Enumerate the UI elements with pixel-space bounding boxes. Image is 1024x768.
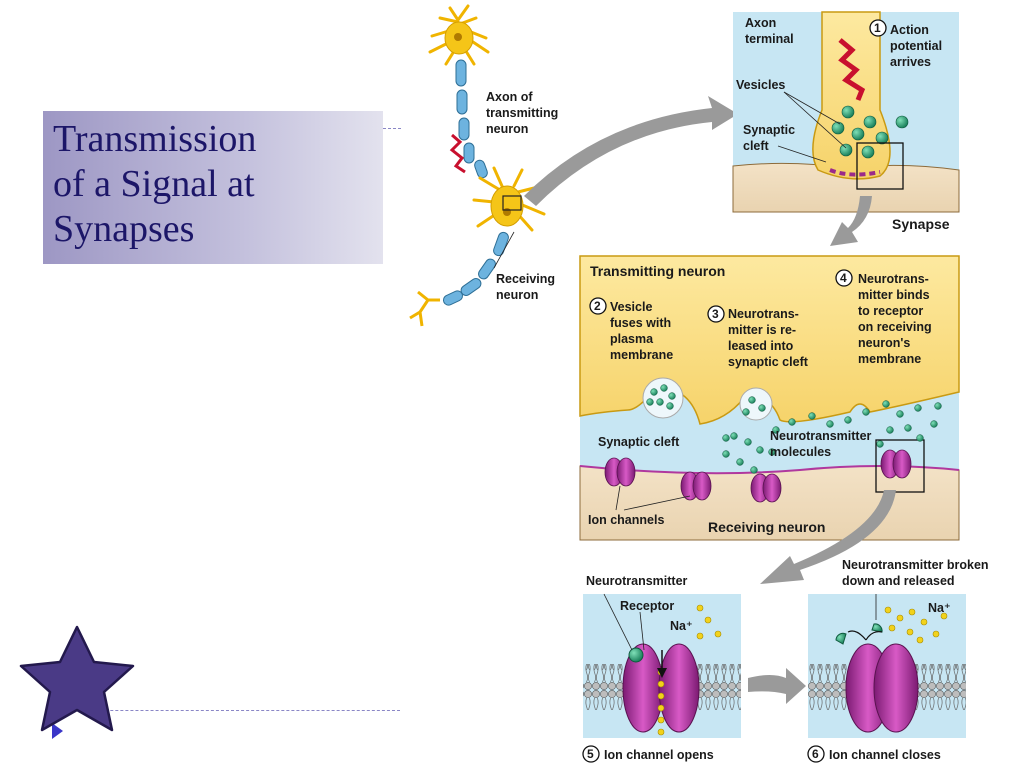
transmitting-neuron-drawing: [428, 4, 490, 179]
bullet-arrow-icon: [52, 723, 63, 739]
na-open-label: Na⁺: [670, 619, 693, 633]
step-3-line-2: mitter is re-: [728, 323, 796, 337]
step-1-number: 1: [874, 21, 881, 35]
synaptic-cleft-label-1: Synaptic: [743, 123, 795, 137]
step-6-number: 6: [812, 747, 819, 761]
step-5-number: 5: [587, 747, 594, 761]
step-3-line-4: synaptic cleft: [728, 355, 809, 369]
channel-close-panel: [808, 594, 966, 738]
title-dashed-line: [383, 128, 401, 129]
step-5-caption: Ion channel opens: [604, 748, 714, 762]
step-2-line-1: Vesicle: [610, 300, 652, 314]
ion-channels-label: Ion channels: [588, 513, 664, 527]
synapse-panel: [732, 11, 960, 213]
zoom-arrow-3: [760, 490, 896, 584]
step-4-number: 4: [840, 271, 847, 285]
step-4-line-5: neuron's: [858, 336, 910, 350]
transmitting-neuron-label: Transmitting neuron: [590, 263, 725, 279]
detail-synaptic-cleft-label: Synaptic cleft: [598, 435, 680, 449]
channel-open-panel: [583, 593, 741, 738]
step-4-line-6: membrane: [858, 352, 921, 366]
step-2-line-3: plasma: [610, 332, 654, 346]
step-4-line-3: to receptor: [858, 304, 923, 318]
nt-molecules-label-1: Neurotransmitter: [770, 429, 872, 443]
neurotransmitter-label: Neurotransmitter: [586, 574, 688, 588]
zoom-arrow-1: [524, 96, 738, 206]
axon-label-1: Axon of: [486, 90, 533, 104]
step-2-line-2: fuses with: [610, 316, 671, 330]
step-4-line-2: mitter binds: [858, 288, 930, 302]
slide-title: Transmission of a Signal at Synapses: [53, 118, 257, 250]
axon-terminal-label-2: terminal: [745, 32, 794, 46]
axon-label-3: neuron: [486, 122, 528, 136]
transition-arrow: [748, 668, 806, 704]
receiving-neuron-label: Receiving neuron: [708, 519, 825, 535]
vesicles-label: Vesicles: [736, 78, 785, 92]
synapse-caption: Synapse: [892, 216, 950, 232]
detail-panel: [579, 255, 960, 541]
na-close-label: Na⁺: [928, 601, 951, 615]
title-box: Transmission of a Signal at Synapses: [43, 111, 383, 264]
step-2-line-4: membrane: [610, 348, 673, 362]
star-icon: [19, 625, 135, 732]
receiving-neuron-drawing: [409, 166, 546, 327]
broken-down-label-2: down and released: [842, 574, 955, 588]
step-3-line-3: leased into: [728, 339, 794, 353]
receiving-label-2: neuron: [496, 288, 538, 302]
step-3-number: 3: [712, 307, 719, 321]
broken-down-label-1: Neurotransmitter broken: [842, 558, 989, 572]
step-1-line-1: Action: [890, 23, 929, 37]
step-3-line-1: Neurotrans-: [728, 307, 799, 321]
receiving-label-1: Receiving: [496, 272, 555, 286]
step-1-line-2: potential: [890, 39, 942, 53]
signal-squiggle-icon: [449, 133, 466, 174]
axon-label-2: transmitting: [486, 106, 558, 120]
step-1-line-3: arrives: [890, 55, 931, 69]
receptor-label: Receptor: [620, 599, 674, 613]
nt-molecules-label-2: molecules: [770, 445, 831, 459]
step-4-line-4: on receiving: [858, 320, 932, 334]
zoom-arrow-2: [830, 196, 872, 246]
step-2-number: 2: [594, 299, 601, 313]
step-4-line-1: Neurotrans-: [858, 272, 929, 286]
bottom-dashed-line: [60, 710, 400, 711]
synaptic-cleft-label-2: cleft: [743, 139, 770, 153]
synapse-highlight-box: [502, 195, 522, 211]
step-6-caption: Ion channel closes: [829, 748, 941, 762]
axon-terminal-label-1: Axon: [745, 16, 776, 30]
